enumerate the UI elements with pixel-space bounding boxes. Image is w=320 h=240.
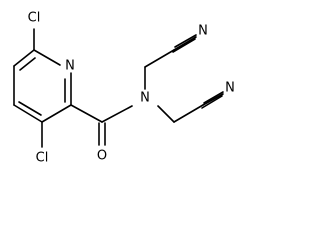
atom-label-n-nitrile-upper: N xyxy=(198,24,208,39)
bond-triple-upper-3 xyxy=(173,36,197,51)
atom-label-n-nitrile-lower: N xyxy=(225,81,235,96)
bond-ccarbonyl-namide xyxy=(101,105,133,123)
atom-label-o: O xyxy=(97,149,107,164)
bond-c3-c4-inner xyxy=(18,101,42,116)
bond-triple-lower-1 xyxy=(203,91,224,104)
bond-c2-ccarbonyl xyxy=(70,104,103,123)
bonds xyxy=(13,28,224,148)
atom-label-cl3: Cl xyxy=(36,151,49,166)
bond-triple-upper-1 xyxy=(174,34,197,48)
atom-label-n-ring: N xyxy=(65,59,75,74)
atom-labels: Cl N Cl O N N N xyxy=(28,11,235,166)
bond-c5-c6 xyxy=(13,49,35,67)
bond-namide-ch2-lower xyxy=(157,105,175,123)
bond-triple-upper-2 xyxy=(172,38,196,53)
bond-c5-c6-inner xyxy=(19,57,36,71)
chemical-structure: Cl N Cl O N N N xyxy=(13,11,235,166)
bond-c3-c4 xyxy=(13,104,43,123)
bond-triple-lower-2 xyxy=(201,95,223,109)
atom-label-n-amide: N xyxy=(140,91,150,106)
atom-label-cl6: Cl xyxy=(28,11,41,26)
bond-ch2-cnitrile-lower xyxy=(173,104,204,123)
bond-ch2-cnitrile-upper xyxy=(144,49,175,68)
bond-triple-lower-3 xyxy=(202,93,224,106)
bond-c2-c3 xyxy=(41,104,72,123)
bond-c6-nring xyxy=(33,49,61,66)
